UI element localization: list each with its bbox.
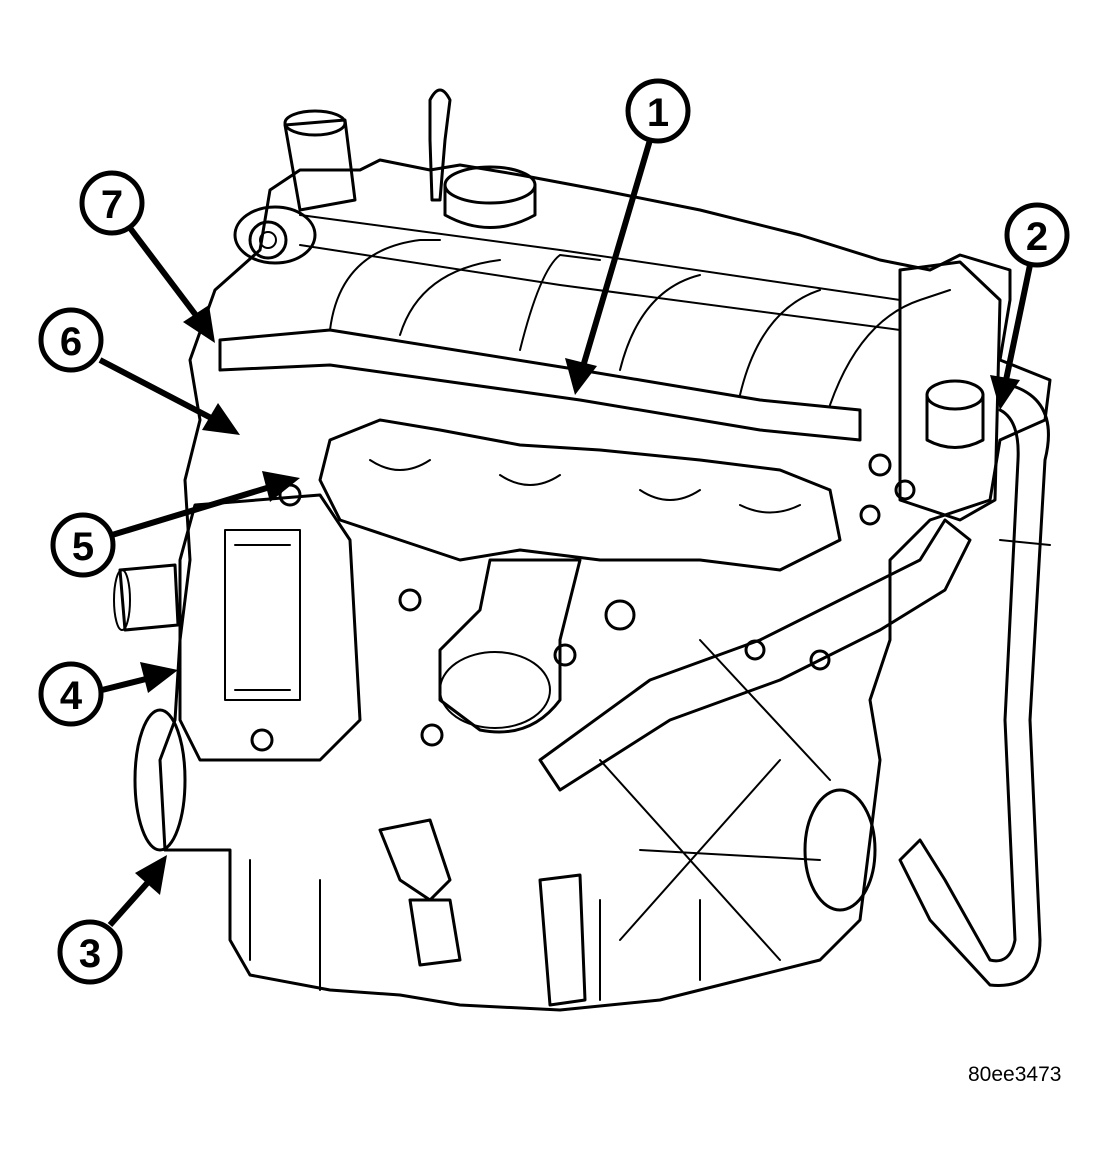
- arrowhead-6: [202, 403, 240, 435]
- heater-hose: [898, 383, 1050, 987]
- fuel-rail: [218, 328, 862, 442]
- oil-filler-cap: [443, 165, 537, 205]
- arrowhead-5: [262, 471, 300, 502]
- rear-main-seal: [803, 788, 877, 912]
- callout-5-label: 5: [72, 525, 94, 569]
- alternator: [178, 493, 362, 762]
- arrowhead-4: [140, 662, 178, 693]
- coolant-pipe: [538, 518, 972, 792]
- callout-3-label: 3: [79, 932, 101, 976]
- leader-2: [1002, 264, 1033, 386]
- intake-elbow: [438, 558, 582, 734]
- callout-1: 1: [625, 78, 691, 144]
- block-ribs: [599, 639, 831, 961]
- callout-2-label: 2: [1026, 215, 1048, 259]
- callout-5: 5: [50, 512, 116, 578]
- leader-lines: [98, 139, 1033, 927]
- dipstick: [428, 88, 452, 202]
- callout-7: 7: [79, 170, 145, 236]
- turbo-bolt: [248, 220, 288, 260]
- leader-3: [107, 878, 153, 927]
- arrowhead-1: [565, 358, 597, 395]
- exhaust-manifold: [318, 418, 842, 572]
- alternator-outlet: [118, 563, 180, 632]
- arrowhead-3: [135, 855, 167, 895]
- oil-pan: [249, 859, 701, 1001]
- callout-6: 6: [38, 307, 104, 373]
- arrowhead-2: [990, 375, 1020, 410]
- callout-7-label: 7: [101, 183, 123, 227]
- turbocharger: [233, 205, 317, 265]
- arrowhead-7: [183, 305, 215, 343]
- leader-7: [127, 226, 201, 320]
- leader-6: [98, 357, 217, 423]
- engine-illustration: [113, 88, 1052, 1012]
- lower-hose: [378, 818, 452, 902]
- callout-4: 4: [38, 661, 104, 727]
- callout-3: 3: [57, 919, 123, 985]
- callout-4-label: 4: [60, 674, 83, 718]
- turbo-inlet-pipe: [283, 118, 357, 212]
- callout-6-label: 6: [60, 320, 82, 364]
- leader-4: [101, 675, 151, 693]
- leader-5: [111, 484, 271, 538]
- callout-1-label: 1: [647, 91, 669, 135]
- figure-id: 80ee3473: [968, 1063, 1062, 1086]
- callouts: 1 2 3 4 5 6 7: [38, 78, 1070, 985]
- turbo-inlet-opening: [283, 109, 347, 137]
- engine-block-outline: [158, 158, 1052, 1012]
- thermostat-housing: [925, 379, 985, 411]
- crankshaft-pulley: [133, 708, 187, 852]
- valve-cover: [299, 214, 901, 331]
- leader-1: [579, 139, 653, 371]
- callout-2: 2: [1004, 202, 1070, 268]
- sensor-lower: [538, 873, 587, 1007]
